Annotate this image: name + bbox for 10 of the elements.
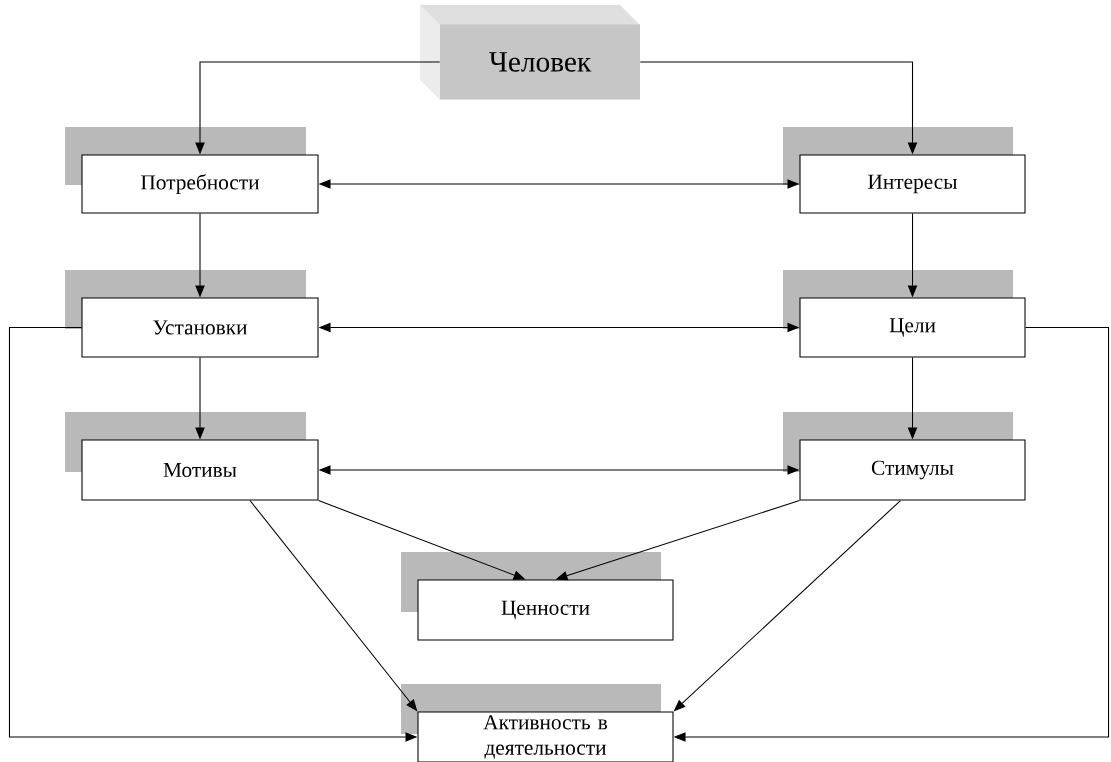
process-box: Цели [783,270,1026,358]
process-box: Установки [65,270,319,358]
node-label: деятельности [484,744,607,759]
process-box: Мотивы [65,412,319,501]
block-box: Человек [420,5,640,100]
process-box: Интересы [783,127,1026,214]
process-box: Активность в деятельности [401,684,674,762]
process-box: Потребности [65,127,319,214]
process-box: Стимулы [783,412,1026,501]
process-box: Ценности [401,552,674,641]
